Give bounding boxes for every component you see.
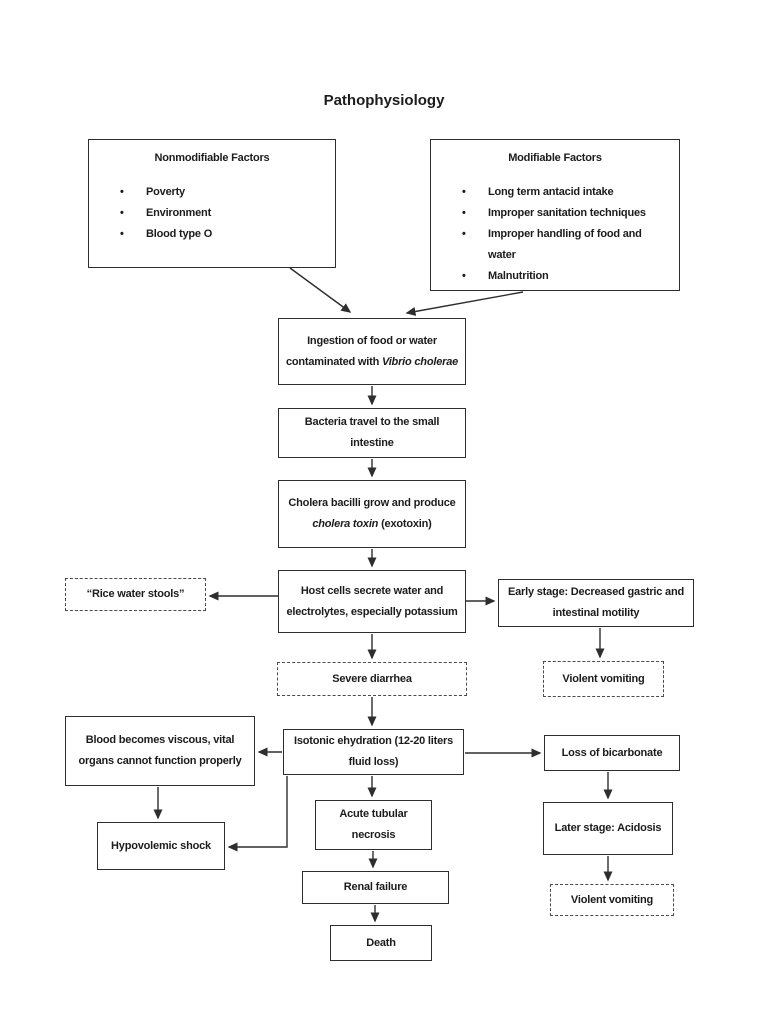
node-bacteria-travel: Bacteria travel to the small intestine [278,408,466,458]
node-early-stage-motility-text: Early stage: Decreased gastric and intes… [507,586,684,619]
list-item: Improper sanitation techniques [431,203,679,224]
nonmodifiable-factors-list: Poverty Environment Blood type O [89,182,335,245]
list-item: Improper handling of food and water [431,224,679,266]
modifiable-factors-box: Modifiable Factors Long term antacid int… [430,139,680,291]
arrow-isotonic-to-hypovolemic-elbow [227,776,288,852]
node-acute-tubular-necrosis: Acute tubular necrosis [315,800,432,850]
node-ingestion-text: Ingestion of food or water contaminated … [285,334,459,368]
node-isotonic-dehydration-text: Isotonic ehydration (12-20 liters fluid … [293,735,454,768]
node-bacteria-travel-text: Bacteria travel to the small intestine [304,416,440,449]
list-item: Poverty [89,182,335,203]
node-violent-vomiting-late-text: Violent vomiting [570,893,654,906]
page-title: Pathophysiology [323,92,445,109]
node-death-text: Death [366,936,396,949]
node-renal-failure: Renal failure [302,871,449,904]
node-renal-failure-text: Renal failure [343,881,408,893]
list-item: Malnutrition [431,266,679,287]
node-later-stage-acidosis-text: Later stage: Acidosis [554,822,662,834]
node-early-stage-motility: Early stage: Decreased gastric and intes… [498,579,694,627]
node-blood-viscous: Blood becomes viscous, vital organs cann… [65,716,255,786]
node-blood-viscous-text: Blood becomes viscous, vital organs cann… [78,734,242,767]
node-host-cells-secrete: Host cells secrete water and electrolyte… [278,570,466,633]
list-item: Environment [89,203,335,224]
list-item: Long term antacid intake [431,182,679,203]
modifiable-factors-list: Long term antacid intake Improper sanita… [431,182,679,287]
node-isotonic-dehydration: Isotonic ehydration (12-20 liters fluid … [283,729,464,775]
node-cholera-bacilli-grow: Cholera bacilli grow and produce cholera… [278,480,466,548]
node-host-cells-secrete-text: Host cells secrete water and electrolyte… [286,584,458,618]
modifiable-factors-title: Modifiable Factors [508,152,602,164]
nonmodifiable-factors-title: Nonmodifiable Factors [154,152,270,164]
node-loss-of-bicarbonate-text: Loss of bicarbonate [561,746,663,759]
node-severe-diarrhea-text: Severe diarrhea [332,672,412,685]
node-rice-water-stools-text: “Rice water stools” [86,588,185,600]
node-later-stage-acidosis: Later stage: Acidosis [543,802,673,855]
node-rice-water-stools: “Rice water stools” [65,578,206,611]
nonmodifiable-factors-box: Nonmodifiable Factors Poverty Environmen… [88,139,336,268]
node-hypovolemic-shock: Hypovolemic shock [97,822,225,870]
node-violent-vomiting-early-text: Violent vomiting [562,672,645,685]
node-cholera-bacilli-grow-text: Cholera bacilli grow and produce cholera… [288,497,456,530]
node-violent-vomiting-early: Violent vomiting [543,661,664,697]
node-loss-of-bicarbonate: Loss of bicarbonate [544,735,680,771]
node-severe-diarrhea: Severe diarrhea [277,662,467,696]
node-death: Death [330,925,432,961]
arrow-modifiable-to-ingestion [405,291,524,316]
node-violent-vomiting-late: Violent vomiting [550,884,674,916]
node-ingestion: Ingestion of food or water contaminated … [278,318,466,385]
node-acute-tubular-necrosis-text: Acute tubular necrosis [339,808,408,841]
list-item: Blood type O [89,224,335,245]
node-hypovolemic-shock-text: Hypovolemic shock [111,839,211,852]
arrow-nonmodifiable-to-ingestion [289,267,352,313]
